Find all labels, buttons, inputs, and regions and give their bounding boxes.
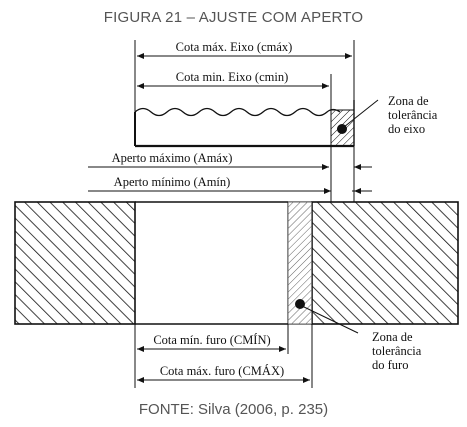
- cota-max-furo-label: Cota máx. furo (CMÁX): [160, 364, 284, 378]
- cota-min-eixo-label: Cota min. Eixo (cmin): [176, 70, 288, 84]
- zona-eixo-line-3: do eixo: [388, 122, 425, 136]
- zona-eixo-line-1: Zona de: [388, 94, 429, 108]
- cota-min-furo-label: Cota mín. furo (CMÍN): [153, 333, 270, 347]
- figure-source: FONTE: Silva (2006, p. 235): [138, 401, 329, 418]
- shaft: [134, 100, 355, 148]
- cota-max-eixo-label: Cota máx. Eixo (cmáx): [176, 40, 293, 54]
- hub: [14, 201, 459, 325]
- hub-left-wall: [14, 201, 136, 325]
- zona-eixo-leader: [343, 99, 379, 128]
- shaft-break-line: [134, 107, 341, 117]
- hole-zone-dot: [295, 299, 305, 309]
- aperto-maximo-label: Aperto máximo (Amáx): [112, 151, 233, 165]
- figure-title: FIGURA 21 – AJUSTE COM APERTO: [103, 9, 364, 26]
- hub-right-wall: [311, 201, 459, 325]
- zona-eixo-label: Zona de tolerância do eixo: [388, 94, 440, 136]
- zona-furo-line-2: tolerância: [372, 344, 422, 358]
- zona-eixo-line-2: tolerância: [388, 108, 438, 122]
- zona-furo-line-1: Zona de: [372, 330, 413, 344]
- zona-furo-line-3: do furo: [372, 358, 408, 372]
- aperto-minimo-label: Aperto mínimo (Amín): [114, 175, 231, 189]
- zona-furo-leader: [301, 305, 359, 334]
- zona-furo-label: Zona de tolerância do furo: [372, 330, 424, 372]
